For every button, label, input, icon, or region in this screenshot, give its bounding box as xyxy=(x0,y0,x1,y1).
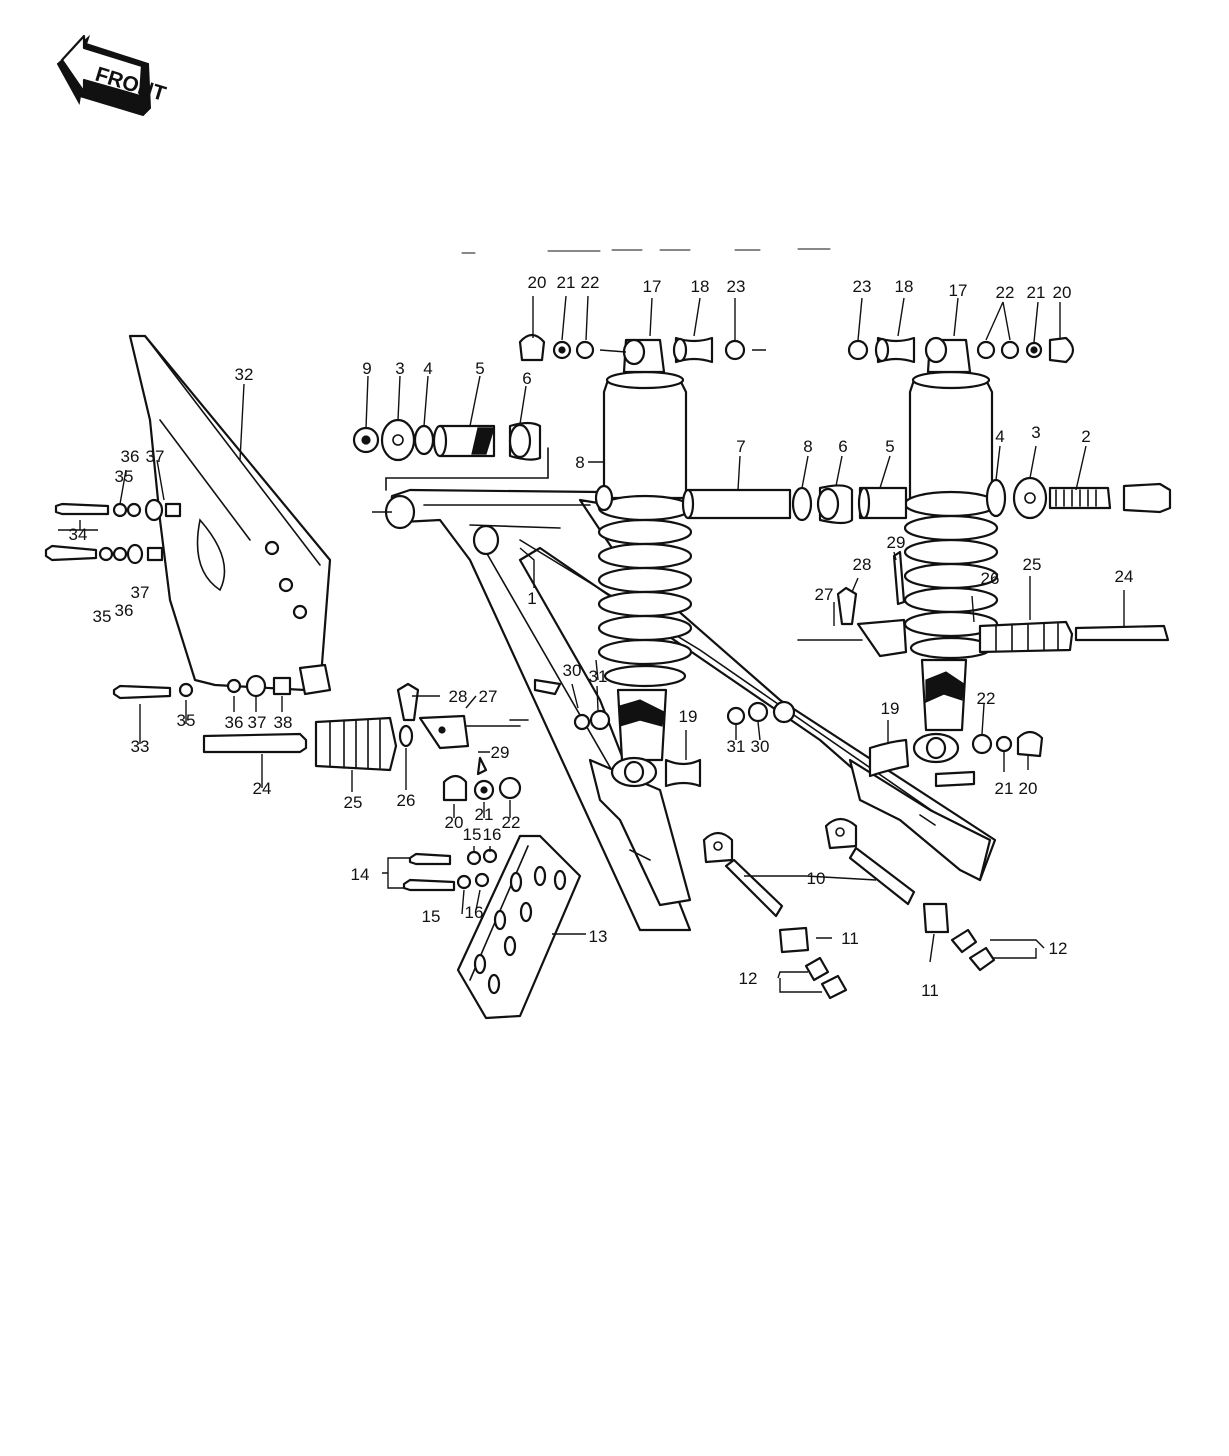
callout-38: 38 xyxy=(274,713,293,732)
chain-adjusters xyxy=(702,817,996,1000)
callout-25: 25 xyxy=(344,793,363,812)
callout-35: 35 xyxy=(177,711,196,730)
callout-17: 17 xyxy=(949,281,968,300)
chain-case-bolts xyxy=(44,498,292,700)
callout-25: 25 xyxy=(1023,555,1042,574)
callout-35: 35 xyxy=(93,607,112,626)
callout-33: 33 xyxy=(131,737,150,756)
callout-13: 13 xyxy=(589,927,608,946)
callout-26: 26 xyxy=(397,791,416,810)
callout-15: 15 xyxy=(463,825,482,844)
callout-14: 14 xyxy=(351,865,370,884)
callout-16: 16 xyxy=(483,825,502,844)
callout-11: 11 xyxy=(841,929,859,948)
callout-2: 2 xyxy=(1081,427,1090,446)
callout-23: 23 xyxy=(853,277,872,296)
callout-9: 9 xyxy=(362,359,371,378)
left-shock-absorber xyxy=(597,338,693,788)
shock-upper-hardware xyxy=(518,333,1075,364)
callout-8: 8 xyxy=(803,437,812,456)
callout-10: 10 xyxy=(807,869,826,888)
pivot-hardware-right xyxy=(594,476,1172,525)
callout-22: 22 xyxy=(502,813,521,832)
callout-27: 27 xyxy=(479,687,498,706)
callout-30: 30 xyxy=(563,661,582,680)
shock-lower-hardware xyxy=(573,700,1044,788)
callout-8: 8 xyxy=(575,453,584,472)
lower-hardware-left xyxy=(202,682,529,802)
callout-22: 22 xyxy=(581,273,600,292)
callout-4: 4 xyxy=(995,427,1004,446)
front-arrow-icon: FRONT xyxy=(56,34,169,117)
callout-6: 6 xyxy=(838,437,847,456)
callout-16: 16 xyxy=(465,903,484,922)
callout-21: 21 xyxy=(475,805,494,824)
callout-labels: 20 21 22 17 18 23 23 18 17 22 21 20 9 3 … xyxy=(69,273,1134,1000)
callout-31: 31 xyxy=(589,667,608,686)
right-shock-spring xyxy=(903,490,999,660)
callout-37: 37 xyxy=(146,447,165,466)
callout-26: 26 xyxy=(981,569,1000,588)
callout-21: 21 xyxy=(995,779,1014,798)
callout-12: 12 xyxy=(739,969,758,988)
callout-6: 6 xyxy=(522,369,531,388)
callout-18: 18 xyxy=(691,277,710,296)
callout-29: 29 xyxy=(491,743,510,762)
callout-32: 32 xyxy=(235,365,254,384)
callout-35: 35 xyxy=(115,467,134,486)
callout-37: 37 xyxy=(248,713,267,732)
callout-28: 28 xyxy=(853,555,872,574)
callout-5: 5 xyxy=(475,359,484,378)
chain-case xyxy=(128,334,332,696)
callout-20: 20 xyxy=(528,273,547,292)
callout-24: 24 xyxy=(1115,567,1134,586)
pivot-hardware-left xyxy=(352,418,549,491)
callout-36: 36 xyxy=(115,601,134,620)
right-shock-absorber xyxy=(903,336,999,764)
callout-12: 12 xyxy=(1049,939,1068,958)
callout-28: 28 xyxy=(449,687,468,706)
callout-22: 22 xyxy=(996,283,1015,302)
callout-1: 1 xyxy=(527,589,536,608)
callout-34: 34 xyxy=(69,525,88,544)
callout-3: 3 xyxy=(395,359,404,378)
callout-21: 21 xyxy=(557,273,576,292)
callout-23: 23 xyxy=(727,277,746,296)
callout-20: 20 xyxy=(445,813,464,832)
callout-36: 36 xyxy=(121,447,140,466)
callout-29: 29 xyxy=(887,533,906,552)
callout-17: 17 xyxy=(643,277,662,296)
chain-guide xyxy=(402,834,582,1020)
callout-27: 27 xyxy=(815,585,834,604)
callout-18: 18 xyxy=(895,277,914,296)
callout-20: 20 xyxy=(1053,283,1072,302)
callout-5: 5 xyxy=(885,437,894,456)
callout-19: 19 xyxy=(881,699,900,718)
callout-11: 11 xyxy=(921,981,939,1000)
callout-7: 7 xyxy=(736,437,745,456)
callout-24: 24 xyxy=(253,779,272,798)
callout-21: 21 xyxy=(1027,283,1046,302)
left-shock-spring xyxy=(597,494,693,688)
callout-19: 19 xyxy=(679,707,698,726)
callout-3: 3 xyxy=(1031,423,1040,442)
callout-30: 30 xyxy=(751,737,770,756)
scan-marks xyxy=(461,248,831,254)
callout-20: 20 xyxy=(1019,779,1038,798)
callout-15: 15 xyxy=(422,907,441,926)
swing-arm xyxy=(384,488,997,932)
callout-22: 22 xyxy=(977,689,996,708)
callout-4: 4 xyxy=(423,359,432,378)
callout-36: 36 xyxy=(225,713,244,732)
callout-31: 31 xyxy=(727,737,746,756)
leader-lines xyxy=(58,295,1125,993)
lower-hardware-right xyxy=(797,550,1170,658)
callout-37: 37 xyxy=(131,583,150,602)
